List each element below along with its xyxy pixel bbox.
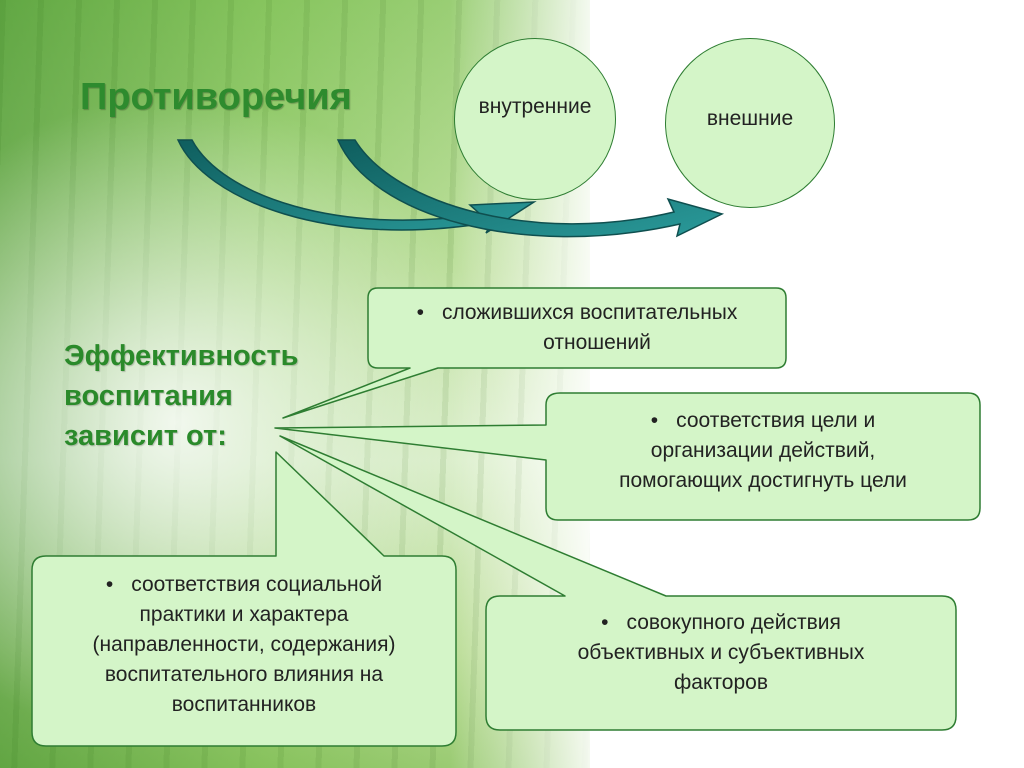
heading-line-1: Эффективность [64, 340, 299, 372]
factor-joint-line-2: объективных и субъективных [577, 641, 865, 664]
factor-joint-line-3: факторов [674, 671, 768, 694]
bullet-marker: • [416, 301, 424, 324]
factor-goal-line-2: организации действий, [650, 439, 876, 462]
external-label: внешние [706, 107, 794, 130]
factor-goal-text: •соответствия цели и организации действи… [548, 406, 978, 496]
callout-goal [274, 392, 981, 521]
factor-practice-line-2: практики и характера [139, 603, 349, 626]
heading-line-2: воспитания [64, 380, 233, 412]
factor-practice-line-1: •соответствия социальной [105, 573, 383, 596]
factor-relations-text: •сложившихся воспитательных отношений [370, 298, 784, 358]
factor-goal-line-3: помогающих достигнуть цели [619, 469, 907, 492]
factor-practice-line-3: (направленности, содержания) [92, 633, 396, 656]
factor-goal-line-1: •соответствия цели и [650, 409, 876, 432]
factor-relations-line-2: отношений [543, 331, 651, 354]
external-contradictions-circle: внешние [665, 38, 835, 208]
internal-label: внутренние [478, 95, 592, 118]
factor-joint-text: •совокупного действия объективных и субъ… [488, 608, 954, 698]
bullet-marker: • [650, 409, 659, 432]
factor-joint-line-1: •совокупного действия [601, 611, 841, 634]
callout-joint [279, 435, 957, 731]
callout-practice [31, 451, 457, 747]
factor-practice-text: •соответствия социальной практики и хара… [34, 570, 454, 720]
factor-relations-line-1: •сложившихся воспитательных [416, 301, 738, 324]
factor-practice-line-5: воспитанников [171, 693, 317, 716]
bullet-marker: • [105, 573, 114, 596]
callout-relations [282, 287, 787, 419]
diagram-title: Противоречия [80, 76, 352, 118]
heading-line-3: зависит от: [64, 420, 227, 452]
internal-contradictions-circle: внутренние [454, 38, 616, 200]
bullet-marker: • [601, 611, 609, 634]
effectiveness-heading: Эффективность воспитания зависит от: [64, 336, 299, 456]
arrow-to-external [336, 139, 725, 238]
factor-practice-line-4: воспитательного влияния на [104, 663, 384, 686]
